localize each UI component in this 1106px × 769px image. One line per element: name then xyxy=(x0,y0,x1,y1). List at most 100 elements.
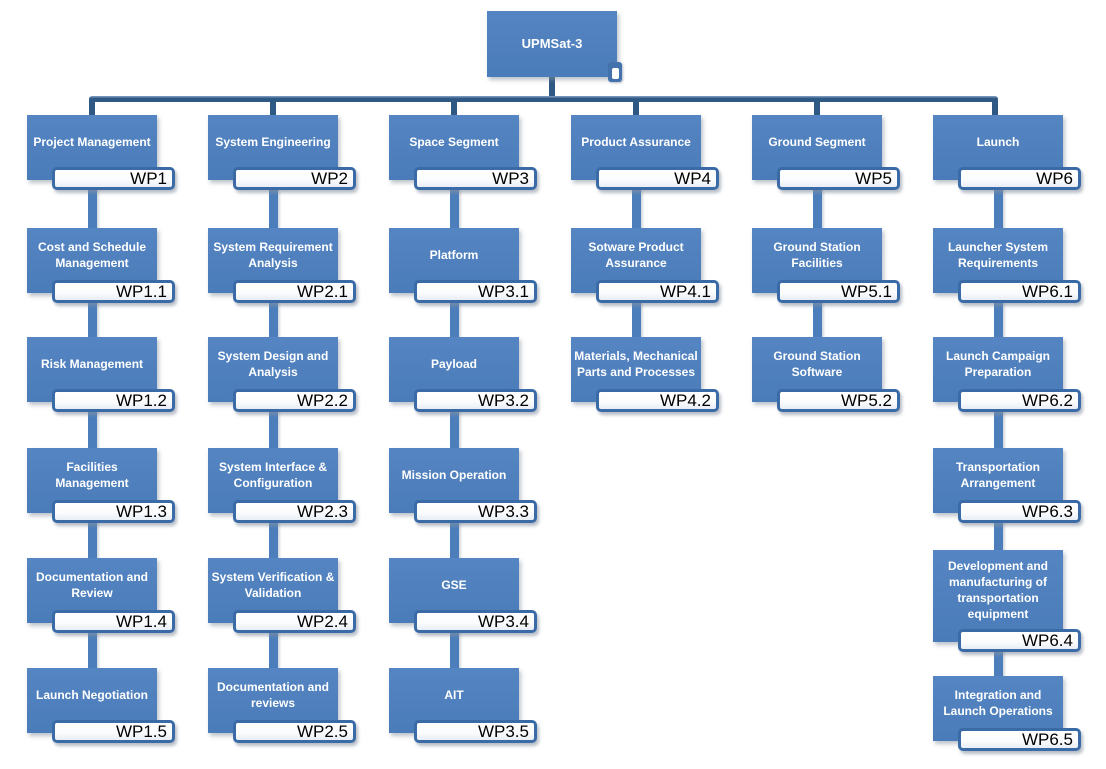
connector-drop xyxy=(992,100,998,116)
wbs-node-wp1-2[interactable]: Risk Management WP1.2 xyxy=(27,337,175,412)
node-wp-bar: WP3.4 xyxy=(414,610,537,633)
node-label: Payload xyxy=(430,356,478,371)
node-label: Transportation Arrangement xyxy=(955,459,1040,490)
node-wp-bar: WP5 xyxy=(777,167,900,190)
node-wp-code: WP2.5 xyxy=(296,722,348,741)
node-label: System Engineering xyxy=(215,134,331,149)
node-wp-code: WP3.3 xyxy=(477,502,529,521)
node-wp-code: WP1 xyxy=(130,169,167,188)
node-label: Launch Campaign Preparation xyxy=(945,348,1050,379)
node-wp-code: WP4.1 xyxy=(659,282,711,301)
connector-drop xyxy=(451,100,457,116)
node-wp-bar: WP6.5 xyxy=(958,728,1081,751)
node-label: Ground Segment xyxy=(768,134,866,149)
node-wp-code: WP6 xyxy=(1036,169,1073,188)
column-connector xyxy=(269,178,278,678)
node-wp-code: WP2.2 xyxy=(296,391,348,410)
node-wp-bar: WP1.4 xyxy=(52,610,175,633)
wbs-node-wp1-5[interactable]: Launch Negotiation WP1.5 xyxy=(27,668,175,743)
wbs-node-wp1-1[interactable]: Cost and Schedule Management WP1.1 xyxy=(27,228,175,303)
wbs-node-wp6-1[interactable]: Launcher System Requirements WP6.1 xyxy=(933,228,1081,303)
node-wp-code: WP3.2 xyxy=(477,391,529,410)
node-wp-code: WP5 xyxy=(855,169,892,188)
node-label: Risk Management xyxy=(40,356,144,371)
wbs-node-wp6-5[interactable]: Integration and Launch Operations WP6.5 xyxy=(933,676,1081,751)
wbs-node-wp4-1[interactable]: Sotware Product Assurance WP4.1 xyxy=(571,228,719,303)
node-wp-code: WP6.4 xyxy=(1021,631,1073,650)
node-wp-bar: WP2.3 xyxy=(233,500,356,523)
column-connector xyxy=(450,178,459,678)
wbs-node-wp1[interactable]: Project Management WP1 xyxy=(27,115,175,190)
connector-trunk xyxy=(549,76,555,98)
node-wp-bar: WP2.2 xyxy=(233,389,356,412)
wbs-node-wp3-5[interactable]: AIT WP3.5 xyxy=(389,668,537,743)
node-label: Mission Operation xyxy=(401,467,507,482)
node-wp-bar: WP2.1 xyxy=(233,280,356,303)
node-wp-bar: WP2 xyxy=(233,167,356,190)
node-wp-bar: WP2.4 xyxy=(233,610,356,633)
node-wp-code: WP3.5 xyxy=(477,722,529,741)
node-wp-bar: WP1 xyxy=(52,167,175,190)
node-wp-bar: WP3 xyxy=(414,167,537,190)
wbs-node-wp5-2[interactable]: Ground Station Software WP5.2 xyxy=(752,337,900,412)
small-box-icon[interactable] xyxy=(608,62,622,82)
node-label: Development and manufacturing of transpo… xyxy=(947,559,1049,621)
wbs-node-wp6-4[interactable]: Development and manufacturing of transpo… xyxy=(933,550,1081,652)
wbs-node-wp2[interactable]: System Engineering WP2 xyxy=(208,115,356,190)
wbs-node-wp3-1[interactable]: Platform WP3.1 xyxy=(389,228,537,303)
wbs-node-wp4[interactable]: Product Assurance WP4 xyxy=(571,115,719,190)
column-connector xyxy=(88,178,97,678)
node-wp-bar: WP2.5 xyxy=(233,720,356,743)
node-label: AIT xyxy=(444,687,464,702)
node-label: Ground Station Facilities xyxy=(773,239,861,270)
node-wp-code: WP2 xyxy=(311,169,348,188)
node-wp-code: WP5.1 xyxy=(840,282,892,301)
node-label: Cost and Schedule Management xyxy=(37,239,147,270)
node-wp-code: WP2.3 xyxy=(296,502,348,521)
wbs-node-wp3-4[interactable]: GSE WP3.4 xyxy=(389,558,537,633)
node-label: Launch xyxy=(976,134,1020,149)
wbs-node-wp6-2[interactable]: Launch Campaign Preparation WP6.2 xyxy=(933,337,1081,412)
wbs-node-wp6[interactable]: Launch WP6 xyxy=(933,115,1081,190)
node-wp-bar: WP6.2 xyxy=(958,389,1081,412)
wbs-node-wp6-3[interactable]: Transportation Arrangement WP6.3 xyxy=(933,448,1081,523)
node-wp-bar: WP4 xyxy=(596,167,719,190)
node-wp-bar: WP1.5 xyxy=(52,720,175,743)
node-label: System Requirement Analysis xyxy=(213,239,333,270)
node-wp-bar: WP1.1 xyxy=(52,280,175,303)
node-wp-bar: WP3.2 xyxy=(414,389,537,412)
connector-drop xyxy=(270,100,276,116)
wbs-node-wp5-1[interactable]: Ground Station Facilities WP5.1 xyxy=(752,228,900,303)
wbs-node-wp2-3[interactable]: System Interface & Configuration WP2.3 xyxy=(208,448,356,523)
node-wp-code: WP5.2 xyxy=(840,391,892,410)
node-wp-bar: WP5.1 xyxy=(777,280,900,303)
node-wp-bar: WP3.3 xyxy=(414,500,537,523)
node-wp-bar: WP5.2 xyxy=(777,389,900,412)
wbs-node-wp1-3[interactable]: Facilities Management WP1.3 xyxy=(27,448,175,523)
node-label: UPMSat-3 xyxy=(521,36,583,51)
node-box: UPMSat-3 xyxy=(487,11,617,77)
wbs-node-wp4-2[interactable]: Materials, Mechanical Parts and Processe… xyxy=(571,337,719,412)
node-wp-bar: WP6 xyxy=(958,167,1081,190)
node-wp-bar: WP1.2 xyxy=(52,389,175,412)
node-label: Launch Negotiation xyxy=(36,687,148,702)
node-label: Space Segment xyxy=(409,134,499,149)
node-label: Sotware Product Assurance xyxy=(588,239,684,270)
node-wp-code: WP6.5 xyxy=(1021,730,1073,749)
wbs-node-wp3-3[interactable]: Mission Operation WP3.3 xyxy=(389,448,537,523)
wbs-node-wp2-4[interactable]: System Verification & Validation WP2.4 xyxy=(208,558,356,633)
wbs-node-wp2-2[interactable]: System Design and Analysis WP2.2 xyxy=(208,337,356,412)
wbs-node-wp2-5[interactable]: Documentation and reviews WP2.5 xyxy=(208,668,356,743)
wbs-node-wp3-2[interactable]: Payload WP3.2 xyxy=(389,337,537,412)
wbs-node-wp1-4[interactable]: Documentation and Review WP1.4 xyxy=(27,558,175,633)
node-label: Documentation and Review xyxy=(35,569,148,600)
wbs-node-wp2-1[interactable]: System Requirement Analysis WP2.1 xyxy=(208,228,356,303)
node-label: System Verification & Validation xyxy=(211,569,335,600)
wbs-node-root[interactable]: UPMSat-3 xyxy=(487,11,617,77)
wbs-node-wp5[interactable]: Ground Segment WP5 xyxy=(752,115,900,190)
wbs-node-wp3[interactable]: Space Segment WP3 xyxy=(389,115,537,190)
node-label: Materials, Mechanical Parts and Processe… xyxy=(574,348,698,379)
node-label: Platform xyxy=(429,247,479,262)
node-wp-code: WP3.1 xyxy=(477,282,529,301)
